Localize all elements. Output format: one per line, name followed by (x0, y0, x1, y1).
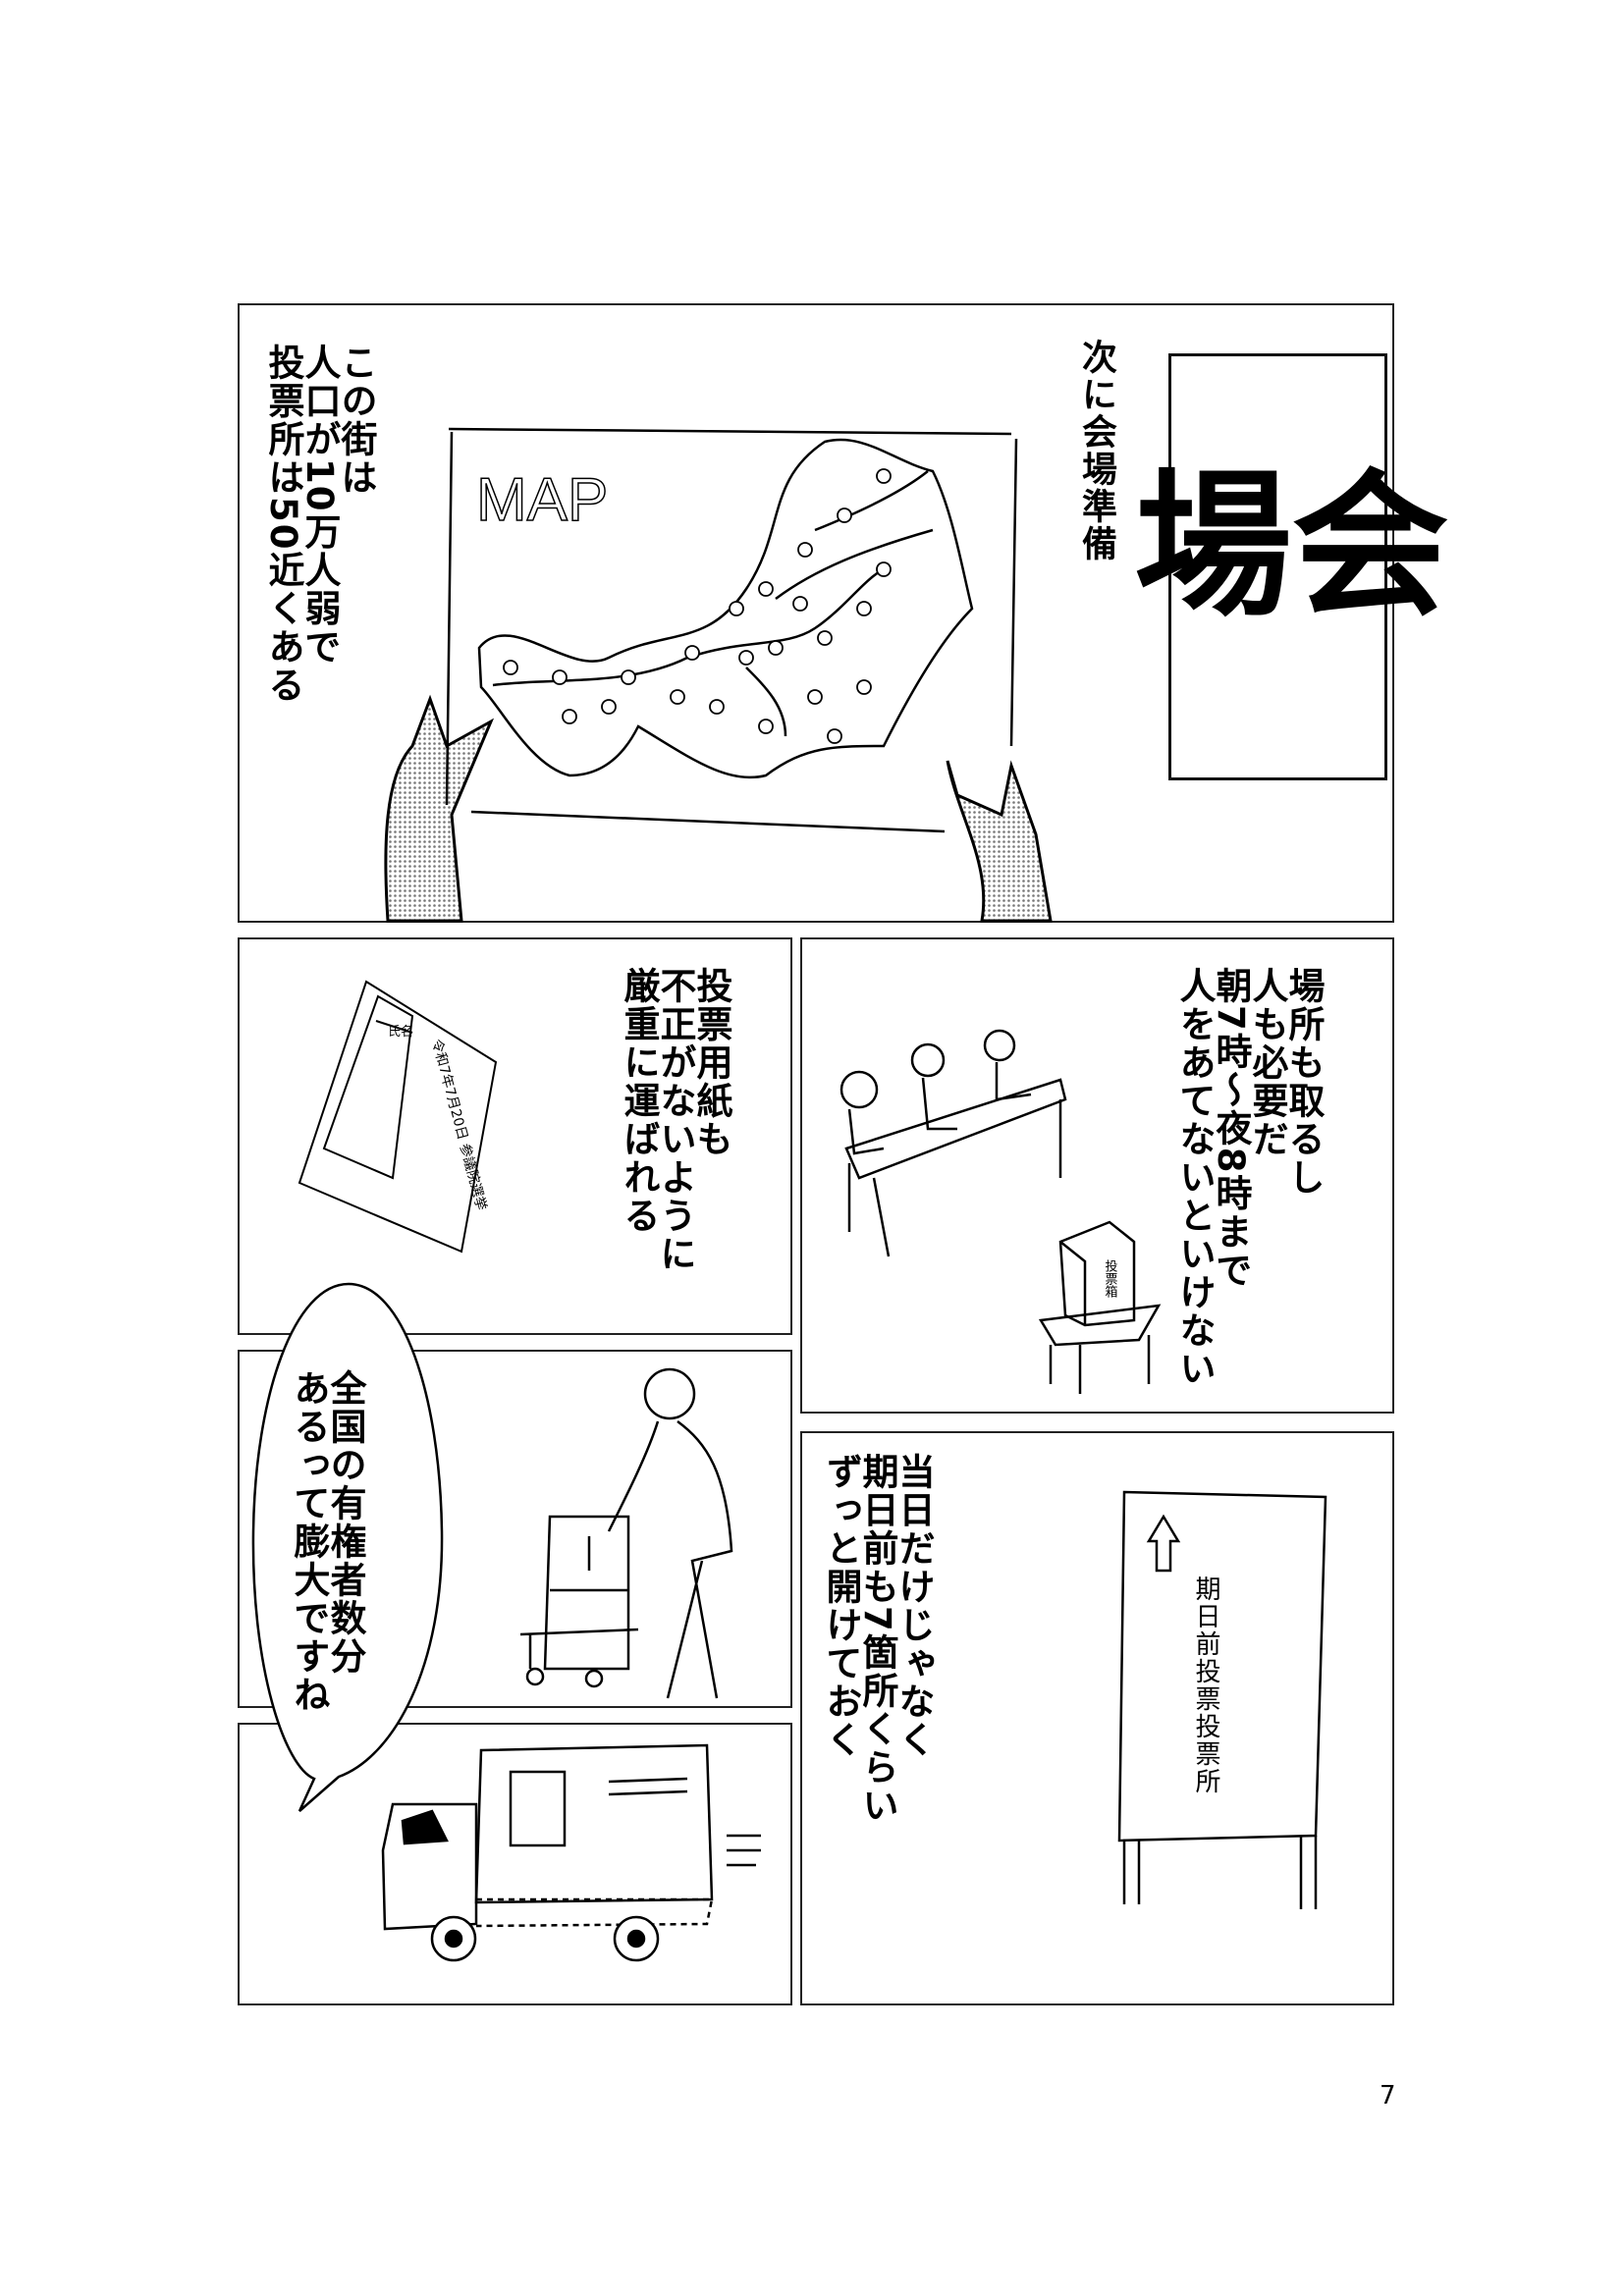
caption-line: 場所も取るし (1282, 967, 1325, 1197)
panel-polling-staff (800, 937, 1394, 1414)
panel-early-voting-sign (800, 1431, 1394, 2005)
ballot-box-label: 投票箱 (1103, 1258, 1118, 1298)
sign-text: 期日前投票投票所 (1191, 1575, 1220, 1795)
caption-line: 人も必要だ (1246, 967, 1288, 1158)
chapter-title: 会場 (1108, 461, 1449, 619)
hands-illustration (384, 694, 1053, 923)
caption-town-info: この街は 人口が10万人弱で 投票所は50近くある (262, 344, 377, 705)
chapter-title-box: 会場 (1109, 353, 1449, 780)
caption-line: 厳重に運ばれる (618, 967, 660, 1235)
caption-line: 不正がないように (654, 967, 696, 1273)
polling-staff-illustration: 投票箱 (839, 1029, 1162, 1394)
caption-line: 人口が10万人弱で (298, 344, 341, 667)
speech-line: あるって膨大ですね (288, 1369, 330, 1714)
caption-line: 朝7時～夜8時まで (1210, 967, 1252, 1290)
truck-illustration (381, 1743, 761, 1962)
panel-ballot-paper (238, 937, 792, 1335)
speech-bubble (251, 1282, 444, 1812)
narration-line: 次に会場準備 (1076, 339, 1116, 562)
ballot-paper-illustration: 令和7年7月20日 参議院選挙 氏名 (298, 980, 498, 1254)
caption-line: この街は (335, 344, 377, 497)
caption-line: 投票所は50近くある (262, 344, 304, 705)
caption-early-voting: 当日だけじゃなく 期日前も7箇所くらい ずっと開けておく (820, 1453, 935, 1825)
caption-ballot: 投票用紙も 不正がないように 厳重に運ばれる (618, 967, 732, 1273)
caption-line: 人をあてないといけない (1173, 967, 1216, 1388)
cart-worker-illustration (519, 1367, 733, 1699)
narration-text: 次に会場準備 (1076, 339, 1116, 562)
caption-staff: 場所も取るし 人も必要だ 朝7時～夜8時まで 人をあてないといけない (1173, 967, 1325, 1388)
early-voting-sign-illustration (1117, 1490, 1327, 1909)
speech-line: 全国の有権者数分 (324, 1369, 366, 1676)
ballot-name-label: 氏名 (388, 1024, 413, 1040)
caption-line: 投票用紙も (690, 967, 732, 1158)
page-number: 7 (1380, 2081, 1396, 2110)
ballot-text: 令和7年7月20日 参議院選挙 (428, 1038, 490, 1212)
map-label: MAP (476, 466, 608, 534)
caption-line: 当日だけじゃなく (893, 1453, 935, 1759)
speech-text: 全国の有権者数分 あるって膨大ですね (288, 1369, 366, 1714)
map-illustration: MAP (445, 427, 1018, 833)
caption-line: 期日前も7箇所くらい (856, 1453, 898, 1825)
caption-line: ずっと開けておく (820, 1453, 862, 1759)
